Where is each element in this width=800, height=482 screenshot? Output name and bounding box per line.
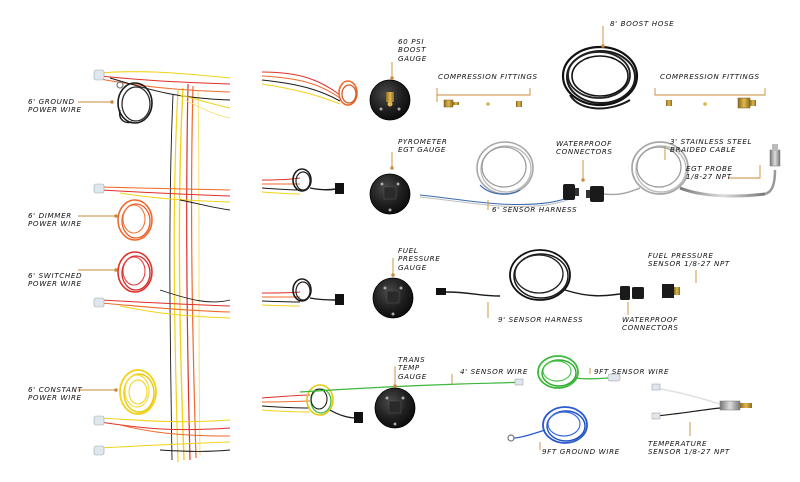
ground-wire-coil (116, 81, 153, 124)
label-boost-gauge: 60 PSI BOOST GAUGE (398, 37, 427, 63)
label-ground-wire-9ft: 9FT GROUND WIRE (542, 447, 620, 456)
egt-probe (764, 144, 781, 196)
label-constant-power-wire: 6' CONSTANT POWER WIRE (28, 385, 83, 403)
temperature-sensor (651, 383, 752, 420)
braided-cable-coil (603, 141, 766, 198)
blue-ground-wire-coil (507, 406, 588, 444)
label-fuel-pressure-gauge: FUEL PRESSURE GAUGE (398, 246, 441, 272)
waterproof-connectors-1 (563, 184, 604, 202)
label-compression-fittings-1: COMPRESSION FITTINGS (438, 72, 538, 81)
label-compression-fittings-2: COMPRESSION FITTINGS (660, 72, 760, 81)
leader-lines (78, 26, 766, 450)
label-fuel-pressure-sensor: FUEL PRESSURE SENSOR 1/8-27 NPT (648, 251, 730, 269)
label-sensor-harness-9: 9' SENSOR HARNESS (498, 315, 584, 324)
dimmer-wire-coil (117, 199, 153, 241)
fuel-pressure-assembly (261, 249, 644, 319)
label-switched-power-wire: 6' SWITCHED POWER WIRE (28, 271, 83, 289)
trans-temp-assembly (261, 378, 524, 429)
label-egt-probe: EGT PROBE 1/8-27 NPT (686, 164, 733, 182)
pyrometer-assembly (261, 141, 573, 215)
constant-wire-coil (119, 369, 157, 415)
label-ground-power-wire: 6' GROUND POWER WIRE (28, 97, 82, 115)
boost-hose-coil (561, 45, 639, 110)
label-sensor-harness-6: 6' SENSOR HARNESS (492, 205, 578, 214)
label-waterproof-connectors-1: WATERPROOF CONNECTORS (556, 139, 613, 157)
label-trans-temp-gauge: TRANS TEMP GAUGE (398, 355, 427, 381)
label-stainless-cable: 3' STAINLESS STEEL BRAIDED CABLE (670, 137, 753, 155)
switched-wire-coil (117, 251, 153, 293)
label-waterproof-connectors-2: WATERPROOF CONNECTORS (622, 315, 679, 333)
label-sensor-wire-9ft: 9FT SENSOR WIRE (594, 367, 670, 376)
main-harness (93, 69, 231, 463)
label-boost-hose: 8' BOOST HOSE (610, 19, 675, 28)
green-sensor-wire-coil (537, 355, 621, 389)
label-temperature-sensor: TEMPERATURE SENSOR 1/8-27 NPT (648, 439, 730, 457)
boost-gauge-assembly (261, 71, 411, 121)
label-sensor-wire-4: 4' SENSOR WIRE (460, 367, 528, 376)
compression-fittings-1 (443, 99, 522, 108)
compression-fittings-2 (666, 97, 756, 109)
label-pyrometer-gauge: PYROMETER EGT GAUGE (398, 137, 448, 155)
label-dimmer-power-wire: 6' DIMMER POWER WIRE (28, 211, 82, 229)
fuel-pressure-sensor (662, 284, 680, 298)
